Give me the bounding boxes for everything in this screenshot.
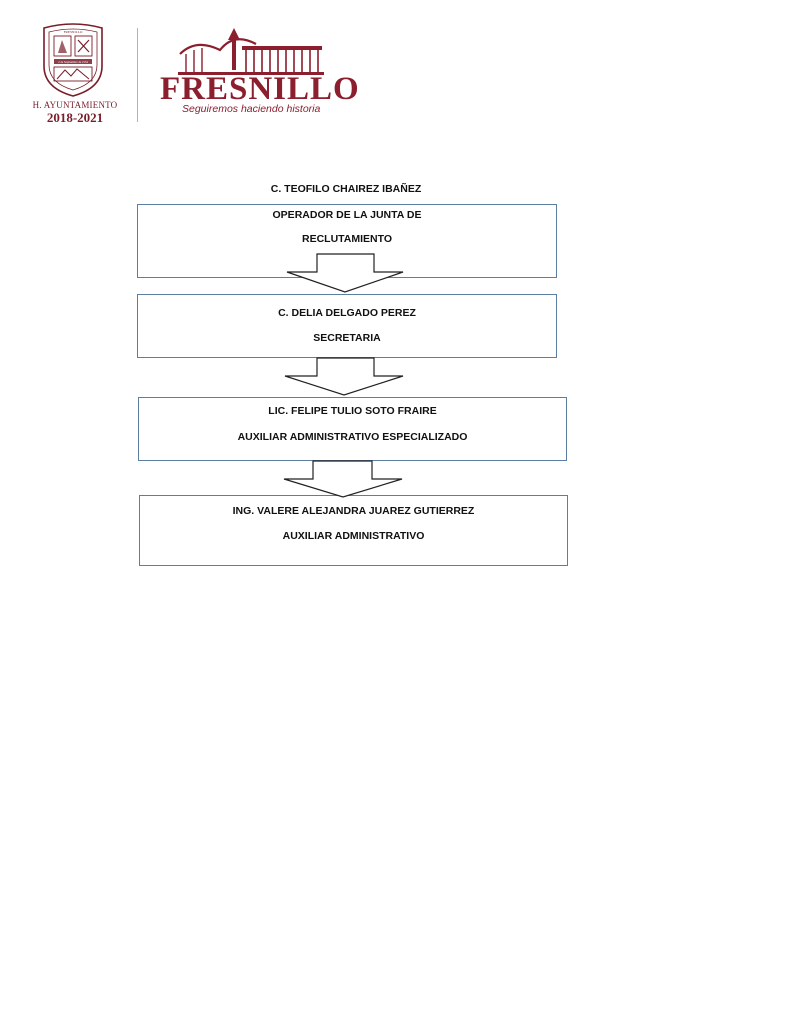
fresnillo-slogan: Seguiremos haciendo historia [182, 103, 321, 115]
municipal-seal-logo: FRESNILLO 2 de Septiembre de 1554 [43, 23, 103, 97]
seal-text-date: 2 de Septiembre de 1554 [58, 60, 88, 64]
node-auxiliar-administrativo-line2: AUXILIAR ADMINISTRATIVO [282, 530, 425, 542]
flow-arrow-3 [283, 460, 403, 498]
node-secretaria [137, 294, 557, 358]
fresnillo-brand-name: FRESNILLO [160, 71, 360, 107]
period-label: 2018-2021 [46, 110, 104, 125]
flow-arrow-1 [286, 253, 404, 293]
node-secretaria-line2: SECRETARIA [313, 332, 381, 344]
flow-arrow-2 [284, 357, 404, 396]
seal-text-top: FRESNILLO [64, 30, 83, 34]
node-auxiliar-administrativo [139, 495, 568, 566]
header-divider [137, 28, 138, 122]
node-secretaria-line1: C. DELIA DELGADO PEREZ [278, 307, 416, 319]
fresnillo-skyline-logo [178, 28, 324, 75]
top-person-name: C. TEOFILO CHAIREZ IBAÑEZ [270, 183, 422, 195]
node-auxiliar-especializado-line2: AUXILIAR ADMINISTRATIVO ESPECIALIZADO [237, 431, 468, 443]
node-operador-line2: RECLUTAMIENTO [301, 233, 393, 245]
node-auxiliar-administrativo-line1: ING. VALERE ALEJANDRA JUAREZ GUTIERREZ [232, 505, 475, 517]
ayuntamiento-label: H. AYUNTAMIENTO [32, 100, 118, 110]
node-auxiliar-especializado-line1: LIC. FELIPE TULIO SOTO FRAIRE [268, 405, 437, 417]
node-operador-line1: OPERADOR DE LA JUNTA DE [272, 209, 422, 221]
